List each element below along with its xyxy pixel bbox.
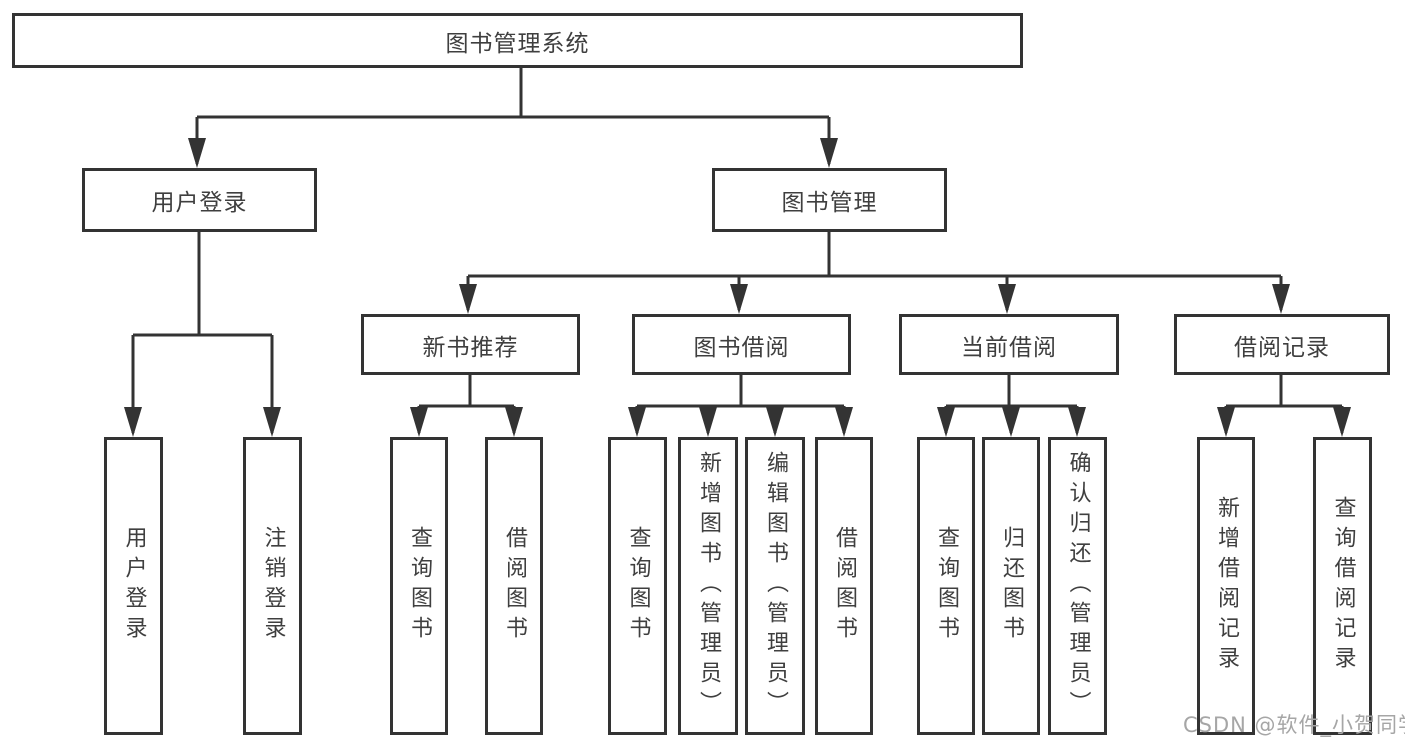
leaf-logout: 注销登录 — [243, 437, 302, 735]
leaf-current-query-book: 查询图书 — [917, 437, 975, 735]
leaf-add-book-admin: 新增图书（管理员） — [678, 437, 738, 735]
leaf-return-book: 归还图书 — [982, 437, 1040, 735]
leaf-user-login: 用户登录 — [104, 437, 163, 735]
leaf-recommend-borrow-book: 借阅图书 — [485, 437, 543, 735]
node-current-borrow: 当前借阅 — [899, 314, 1119, 375]
node-book-management: 图书管理 — [712, 168, 947, 232]
leaf-borrow-query-book: 查询图书 — [608, 437, 667, 735]
leaf-query-borrow-record: 查询借阅记录 — [1313, 437, 1372, 735]
node-library-system: 图书管理系统 — [12, 13, 1023, 68]
csdn-watermark: CSDN @软件_小贺同学 — [1183, 713, 1405, 737]
leaf-recommend-query-book: 查询图书 — [390, 437, 448, 735]
connector-lines — [131, 66, 1344, 433]
leaf-add-borrow-record: 新增借阅记录 — [1197, 437, 1255, 735]
leaf-borrow-book: 借阅图书 — [815, 437, 873, 735]
node-borrow-records: 借阅记录 — [1174, 314, 1390, 375]
leaf-edit-book-admin: 编辑图书（管理员） — [745, 437, 805, 735]
node-new-book-recommend: 新书推荐 — [361, 314, 580, 375]
node-user-login: 用户登录 — [82, 168, 317, 232]
leaf-confirm-return-admin: 确认归还（管理员） — [1048, 437, 1107, 735]
node-book-borrow: 图书借阅 — [632, 314, 851, 375]
